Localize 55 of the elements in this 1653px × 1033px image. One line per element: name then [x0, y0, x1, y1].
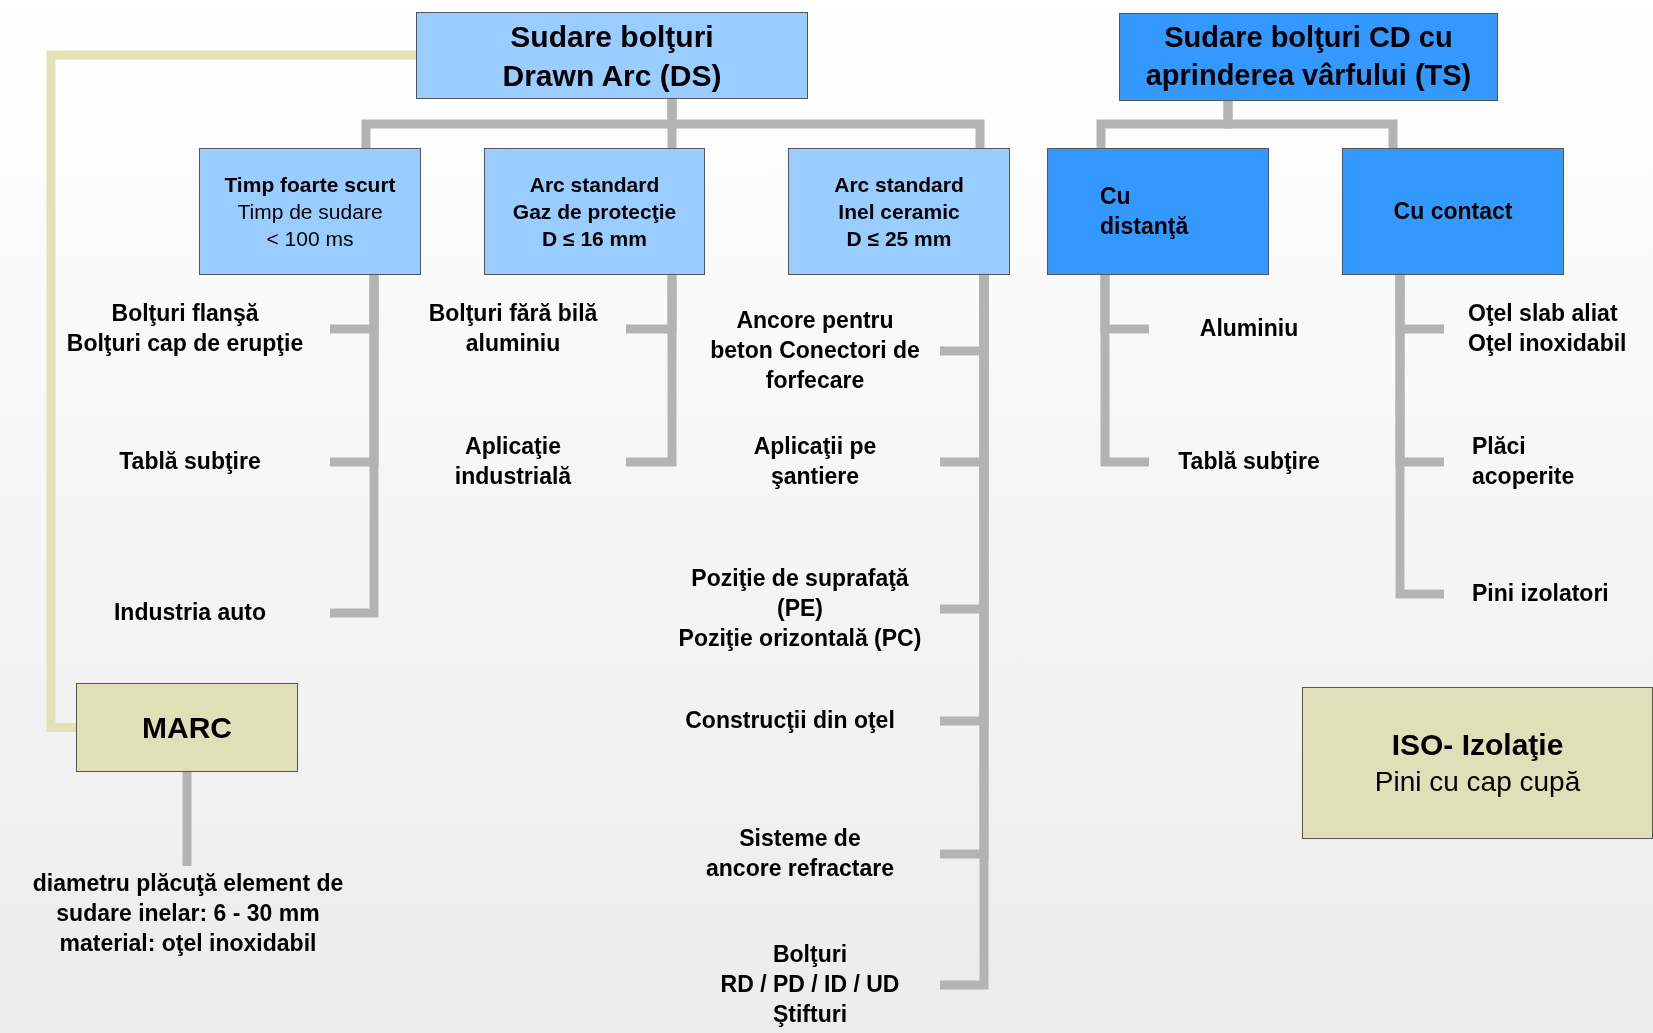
category-box [1119, 13, 1498, 101]
category-box [1342, 148, 1564, 275]
box-text: Pini cu cap cupă [1374, 765, 1581, 800]
connector-line [1223, 101, 1398, 148]
connector-line [330, 275, 379, 618]
branch-label: Sisteme de ancore refractare [705, 824, 895, 883]
branch-label: Aluminiu [1199, 314, 1299, 344]
branch-label: Bolţuri fără bilă aluminiu [428, 299, 598, 358]
branch-label: Aplicaţie industrială [453, 432, 573, 491]
category-box [1047, 148, 1269, 275]
category-box [1302, 687, 1653, 839]
branch-label: Industria auto [113, 598, 267, 628]
connector-line [1100, 275, 1149, 467]
box-text: Timp de sudare [237, 198, 383, 225]
branch-label: Oţel slab aliat [1468, 299, 1618, 329]
box-text: D ≤ 16 mm [542, 226, 647, 253]
branch-label: RD / PD / ID / UD [720, 970, 900, 1000]
branch-label: Poziţie orizontală (PC) [678, 623, 922, 653]
branch-label: Construcţii din oţel [685, 706, 895, 736]
box-heading: Cu distanţă [1100, 181, 1190, 241]
category-box [76, 683, 298, 772]
box-heading: Arc standard [529, 171, 660, 198]
category-box [416, 12, 808, 99]
box-heading: Sudare bolţuri Drawn Arc (DS) [501, 18, 723, 94]
connector-line [1395, 275, 1444, 599]
category-box [199, 148, 421, 275]
branch-label: Bolţuri cap de erupţie [66, 329, 304, 358]
connector-line [46, 50, 416, 732]
branch-label: Ştifturi [772, 999, 848, 1029]
box-heading: MARC [142, 710, 232, 746]
box-text: Gaz de protecţie [512, 198, 677, 225]
branch-label: Aplicaţii pe şantiere [752, 432, 878, 491]
branch-label: Plăci acoperite [1472, 432, 1576, 491]
connector-line [667, 99, 985, 148]
branch-label: Tablă subţire [119, 447, 261, 477]
branch-label: Bolţuri [772, 940, 848, 970]
branch-label: material: oţel inoxidabil [59, 928, 317, 958]
box-heading: ISO- Izolaţie [1391, 727, 1564, 764]
branch-label: Bolţuri flanşă [111, 299, 259, 329]
connector-line [182, 772, 192, 866]
box-text: D ≤ 25 mm [846, 226, 952, 253]
box-heading: Arc standard [834, 171, 964, 198]
category-box [788, 148, 1010, 275]
box-text: Inel ceramic [838, 198, 960, 225]
branch-label: Poziţie de suprafaţă (PE) [690, 564, 910, 624]
box-heading: Cu contact [1393, 196, 1513, 226]
branch-label: Tablă subţire [1178, 447, 1320, 477]
branch-label: Oţel inoxidabil [1468, 329, 1627, 358]
category-box [484, 148, 705, 275]
connector-line [626, 275, 677, 467]
branch-label: Pini izolatori [1472, 579, 1609, 609]
branch-label: Ancore pentru beton Conectori de forfecare [709, 306, 921, 395]
box-heading: Sudare bolţuri CD cu aprinderea vârfului (TS) [1144, 20, 1473, 93]
box-heading: Timp foarte scurt [224, 171, 396, 198]
box-text: < 100 ms [266, 226, 354, 253]
